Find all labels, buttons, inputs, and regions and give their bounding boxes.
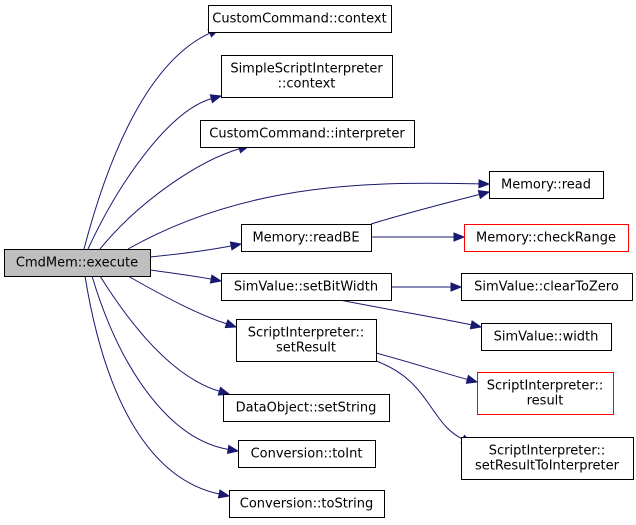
edge-root-to-do-setstring <box>99 275 231 396</box>
node-label: CmdMem::execute <box>16 256 138 271</box>
edge-root-to-mem-readbe <box>149 241 243 258</box>
node-label: SimValue::setBitWidth <box>234 280 378 295</box>
node-sv-setbitwidth[interactable]: SimValue::setBitWidth <box>221 273 392 301</box>
edge-line <box>127 182 481 250</box>
node-box <box>223 394 390 422</box>
node-box <box>221 55 393 98</box>
node-label: CustomCommand::interpreter <box>209 127 405 142</box>
edge-line <box>127 275 228 325</box>
node-label: CustomCommand::context <box>212 12 386 27</box>
edge-line <box>375 360 464 440</box>
node-box <box>477 372 614 415</box>
edge-line <box>149 269 213 280</box>
node-label: Conversion::toInt <box>251 447 363 462</box>
node-cc-interpreter[interactable]: CustomCommand::interpreter <box>200 120 415 148</box>
arrow-head <box>209 94 223 104</box>
edge-line <box>83 32 211 250</box>
node-sv-width[interactable]: SimValue::width <box>481 323 612 351</box>
arrow-head <box>226 444 240 455</box>
edge-root-to-cc-interpreter <box>99 144 251 250</box>
node-mem-checkrange[interactable]: Memory::checkRange <box>464 224 629 252</box>
edge-root-to-sv-setbitwidth <box>149 269 223 284</box>
edge-root-to-conv-tostring <box>84 275 231 499</box>
node-label: Memory::readBE <box>252 231 359 246</box>
node-label: result <box>527 394 564 409</box>
arrow-head <box>224 319 238 329</box>
node-label: setResult <box>276 341 336 356</box>
node-sv-cleartozero[interactable]: SimValue::clearToZero <box>461 273 633 301</box>
node-box <box>481 323 612 351</box>
node-label: Memory::checkRange <box>476 231 616 246</box>
node-box <box>4 249 151 277</box>
node-label: setResultToInterpreter <box>475 459 620 474</box>
node-root[interactable]: CmdMem::execute <box>4 249 151 277</box>
node-label: ScriptInterpreter:: <box>487 379 604 394</box>
arrow-head <box>229 241 243 251</box>
node-label: DataObject::setString <box>236 401 377 416</box>
node-label: ScriptInterpreter:: <box>248 326 365 341</box>
node-box <box>229 490 385 518</box>
node-box <box>241 224 372 252</box>
node-mem-readbe[interactable]: Memory::readBE <box>241 224 372 252</box>
edge-line <box>84 275 221 495</box>
edge-root-to-si-setresult <box>127 275 238 329</box>
edge-line <box>149 245 233 258</box>
node-do-setstring[interactable]: DataObject::setString <box>223 394 390 422</box>
arrow-head <box>209 274 223 284</box>
edge-sv-setbitwidth-to-sv-width <box>339 299 483 330</box>
arrow-head <box>217 386 231 396</box>
node-label: SimValue::clearToZero <box>474 280 619 295</box>
arrow-head <box>465 374 479 384</box>
arrow-head <box>217 489 231 499</box>
arrow-head <box>478 179 491 189</box>
node-label: ::context <box>278 77 336 92</box>
node-label: Conversion::toString <box>240 497 374 512</box>
node-ssi-context[interactable]: SimpleScriptInterpreter::context <box>221 55 393 98</box>
edge-si-setresult-to-si-result <box>375 352 479 384</box>
edge-line <box>99 275 221 393</box>
arrow-head <box>469 320 483 330</box>
edge-line <box>370 193 481 225</box>
arrow-head <box>450 282 463 292</box>
edge-root-to-ssi-context <box>87 94 223 250</box>
edge-si-setresult-to-si-setresulttointerp <box>375 360 474 444</box>
edge-line <box>91 275 230 451</box>
nodes: CmdMem::execute CustomCommand::contextSim… <box>4 5 634 518</box>
node-box <box>200 120 415 148</box>
node-box <box>461 273 633 301</box>
edge-mem-readbe-to-mem-checkrange <box>371 232 466 242</box>
node-conv-tostring[interactable]: Conversion::toString <box>229 490 385 518</box>
node-label: SimpleScriptInterpreter <box>230 62 383 77</box>
node-box <box>464 224 629 252</box>
edge-line <box>99 147 241 250</box>
edge-line <box>87 97 213 250</box>
edges <box>83 28 491 499</box>
edge-sv-setbitwidth-to-sv-cleartozero <box>391 282 463 292</box>
node-box <box>208 5 392 33</box>
node-si-setresult[interactable]: ScriptInterpreter::setResult <box>236 319 377 362</box>
node-conv-toint[interactable]: Conversion::toInt <box>238 440 376 468</box>
edge-line <box>339 299 473 326</box>
node-box <box>461 437 634 480</box>
arrow-head <box>453 232 466 242</box>
node-box <box>236 319 377 362</box>
node-box <box>221 273 392 301</box>
edge-line <box>375 352 469 381</box>
edge-mem-readbe-to-mem-read <box>370 190 491 225</box>
edge-root-to-conv-toint <box>91 275 240 455</box>
node-box <box>489 171 604 199</box>
node-label: ScriptInterpreter:: <box>489 444 606 459</box>
node-si-setresulttointerp[interactable]: ScriptInterpreter::setResultToInterprete… <box>461 437 634 480</box>
node-label: Memory::read <box>501 178 591 193</box>
node-mem-read[interactable]: Memory::read <box>489 171 604 199</box>
node-box <box>238 440 376 468</box>
node-label: SimValue::width <box>494 330 599 345</box>
node-cc-context[interactable]: CustomCommand::context <box>208 5 392 33</box>
arrow-head <box>477 190 491 200</box>
edge-root-to-mem-read <box>127 179 491 250</box>
node-si-result[interactable]: ScriptInterpreter::result <box>477 372 614 415</box>
